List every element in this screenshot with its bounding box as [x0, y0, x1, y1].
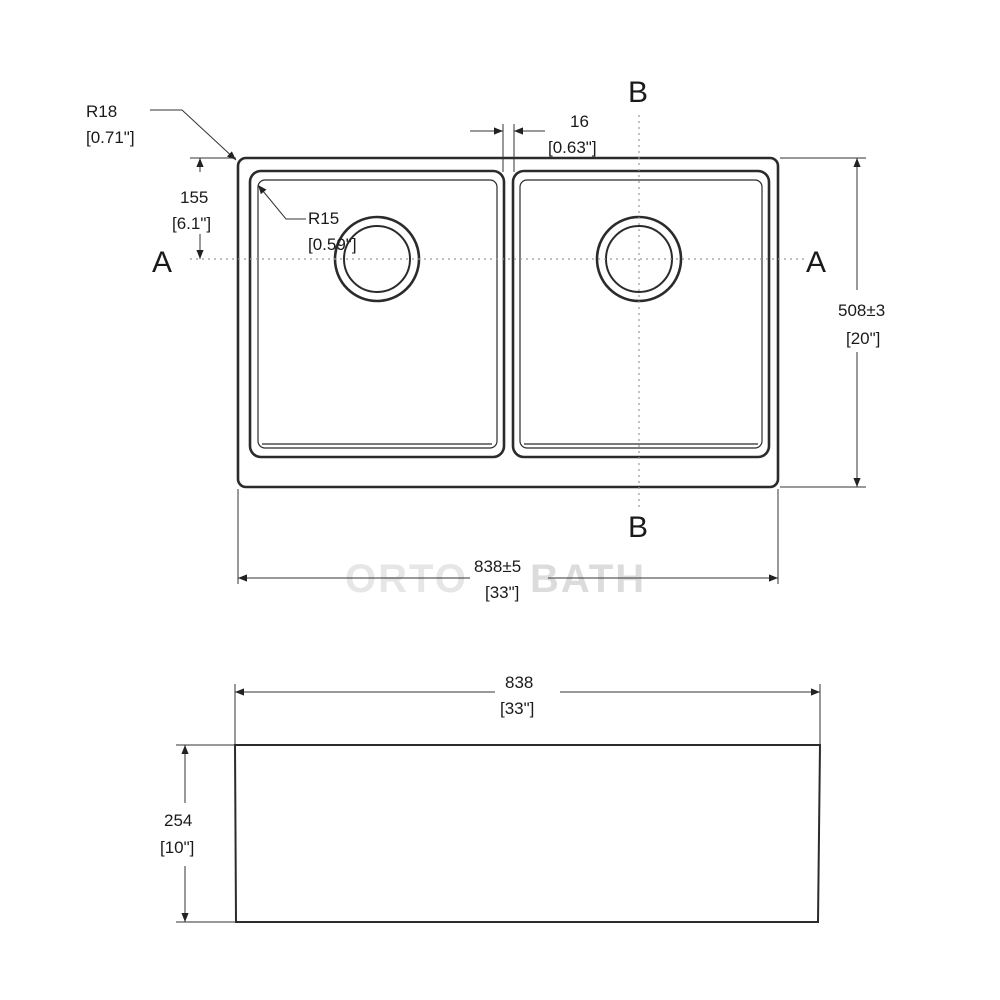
drain-offset-inch-label: [6.1"] [172, 214, 211, 233]
front-apron-outline [233, 744, 822, 923]
front-width-dimension: 838 [33"] [234, 673, 821, 745]
drain-offset-mm-label: 155 [180, 188, 208, 207]
divider-mm-label: 16 [570, 112, 589, 131]
top-view: A A B B R18 [0.71"] R15 [0.59"] 16 [0.63… [86, 76, 885, 602]
front-height-mm-label: 254 [164, 811, 192, 830]
r15-mm-label: R15 [308, 209, 339, 228]
depth-mm-label: 508±3 [838, 301, 885, 320]
divider-dimension: 16 [0.63"] [470, 112, 597, 172]
watermark-left: ORTO [345, 557, 468, 601]
right-bowl-inner [519, 179, 763, 449]
r18-mm-label: R18 [86, 102, 117, 121]
depth-inch-label: [20"] [846, 329, 880, 348]
watermark-right: BATH [530, 557, 646, 601]
r18-callout: R18 [0.71"] [86, 102, 237, 161]
drain-offset-dimension: 155 [6.1"] [172, 157, 236, 259]
divider-inch-label: [0.63"] [548, 138, 597, 157]
front-view: 838 [33"] 254 [10"] [160, 673, 822, 923]
section-a-right-label: A [806, 246, 826, 279]
width-inch-label: [33"] [485, 583, 519, 602]
depth-dimension: 508±3 [20"] [780, 157, 885, 488]
r15-callout: R15 [0.59"] [257, 184, 357, 254]
section-b-top-label: B [628, 76, 648, 109]
right-bowl-outer [511, 169, 771, 459]
section-b-bottom-label: B [628, 511, 648, 544]
front-width-mm-label: 838 [505, 673, 533, 692]
r15-inch-label: [0.59"] [308, 235, 357, 254]
width-dimension: 838±5 [33"] [237, 489, 779, 602]
left-bowl-inner [257, 179, 498, 449]
section-a-left-label: A [152, 246, 172, 279]
front-height-dimension: 254 [10"] [160, 744, 236, 923]
r18-inch-label: [0.71"] [86, 128, 135, 147]
front-height-inch-label: [10"] [160, 838, 194, 857]
left-bowl-outer [248, 169, 506, 459]
watermark: ORTO BATH [345, 557, 646, 601]
sink-outer-rim [236, 156, 780, 489]
width-mm-label: 838±5 [474, 557, 521, 576]
front-width-inch-label: [33"] [500, 699, 534, 718]
